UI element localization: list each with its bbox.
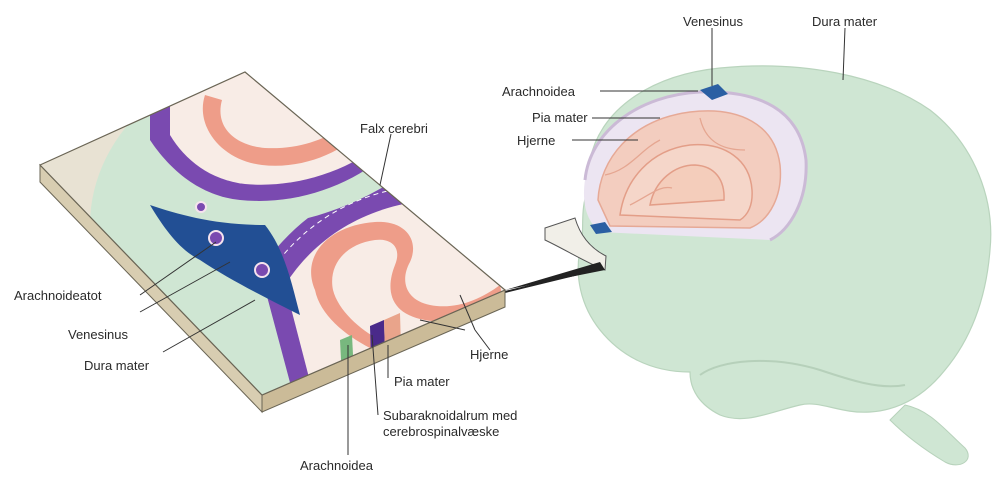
label-pia-mater-top: Pia mater xyxy=(532,110,588,125)
arachnoid-granulation xyxy=(255,263,269,277)
label-hjerne-top: Hjerne xyxy=(517,133,555,148)
label-arachnoideatot: Arachnoideatot xyxy=(14,288,101,303)
label-subarachnoid-line1: Subaraknoidalrum med xyxy=(383,408,517,423)
label-venesinus-left: Venesinus xyxy=(68,327,128,342)
label-venesinus-top: Venesinus xyxy=(683,14,743,29)
label-pia-mater-bottom: Pia mater xyxy=(394,374,450,389)
arachnoid-granulation xyxy=(196,202,206,212)
brainstem-shape xyxy=(890,405,968,465)
head-illustration xyxy=(578,66,991,465)
label-dura-mater-left: Dura mater xyxy=(84,358,149,373)
label-hjerne-right: Hjerne xyxy=(470,347,508,362)
label-arachnoidea-top: Arachnoidea xyxy=(502,84,575,99)
label-falx-cerebri: Falx cerebri xyxy=(360,121,428,136)
label-arachnoidea-bottom: Arachnoidea xyxy=(300,458,373,473)
label-subarachnoid-line2: cerebrospinalvæske xyxy=(383,424,499,439)
label-dura-mater-top: Dura mater xyxy=(812,14,877,29)
arachnoid-granulation xyxy=(209,231,223,245)
